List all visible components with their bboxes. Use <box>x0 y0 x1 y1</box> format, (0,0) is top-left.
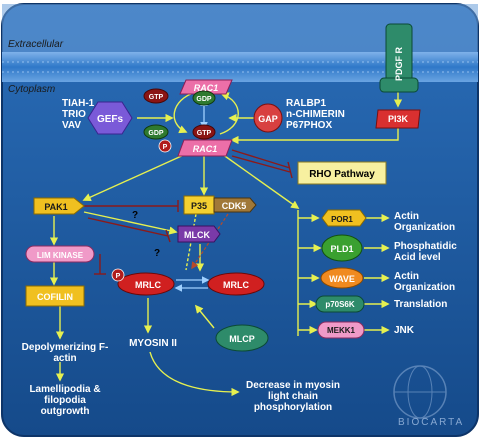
rac1-active <box>177 139 233 157</box>
question-mark-1: ? <box>132 210 138 221</box>
gdp-oval-2 <box>143 124 169 140</box>
gef-member: TIAH-1 <box>62 98 95 109</box>
mlcp-label: MLCP <box>229 334 255 344</box>
extracellular-label: Extracellular <box>8 39 64 50</box>
phosphate-badge-1 <box>158 139 172 153</box>
phosphate-label-1: P <box>163 144 168 151</box>
gap-node <box>253 103 283 133</box>
outcome-phosphatidic: Phosphatidic Acid level <box>394 241 457 263</box>
limk-node <box>25 245 95 263</box>
lamellipodia-label: Lamellipodia & filopodia outgrowth <box>29 384 101 417</box>
outcome-translation: Translation <box>394 299 448 310</box>
cofilin-label: COFILIN <box>37 292 73 302</box>
mlck-label: MLCK <box>184 230 210 240</box>
gef-member: TRIO <box>62 109 86 120</box>
myosin-label: MYOSIN II <box>129 338 177 349</box>
gap-member: P67PHOX <box>286 120 333 131</box>
effector-mekk1-label: MEKK1 <box>327 326 356 335</box>
mlcp-node <box>215 324 269 352</box>
effector-pld1 <box>321 234 363 262</box>
effector-por1 <box>321 209 367 227</box>
phosphate-badge-2 <box>111 268 125 282</box>
gap-label: GAP <box>258 114 278 124</box>
gap-member: n-CHIMERIN <box>286 109 345 120</box>
effector-por1-label: POR1 <box>331 215 353 224</box>
p35-label: P35 <box>191 201 207 211</box>
pdgfr-label: PDGF R <box>394 47 404 82</box>
rho-pathway-box <box>297 161 387 185</box>
gef-member: VAV <box>62 120 82 131</box>
rac1-inactive <box>179 79 233 95</box>
gtp-label-2: GTP <box>197 130 212 137</box>
gap-member: RALBP1 <box>286 98 327 109</box>
mrlc-label: MRLC <box>223 280 249 290</box>
effector-p70s6k <box>315 295 365 313</box>
gefs-members: TIAH-1 TRIO VAV <box>62 98 112 131</box>
outcome-actin-2: Actin Organization <box>394 271 456 293</box>
gdp-label-2: GDP <box>148 130 164 137</box>
cdk5-label: CDK5 <box>222 201 247 211</box>
rac1-active-label: RAC1 <box>193 144 218 154</box>
biocarta-watermark: BIOCARTA <box>398 417 464 428</box>
pi3k-label: PI3K <box>388 114 409 124</box>
gefs-label: GEFs <box>97 114 124 125</box>
mrlc-phospho-label: MRLC <box>135 280 161 290</box>
depolymerizing-label: Depolymerizing F-actin <box>21 342 109 364</box>
cdk5-node <box>213 197 257 213</box>
rho-pathway-label: RHO Pathway <box>309 169 375 180</box>
outcome-jnk: JNK <box>394 325 415 336</box>
pak1-label: PAK1 <box>44 202 67 212</box>
gtp-label-1: GTP <box>149 94 164 101</box>
rac1-inactive-label: RAC1 <box>194 83 219 93</box>
gefs-node <box>87 101 133 135</box>
effector-pld1-label: PLD1 <box>330 244 353 254</box>
question-mark-2: ? <box>154 248 160 259</box>
outcome-actin-1: Actin Organization <box>394 211 456 233</box>
cofilin-node <box>25 285 85 307</box>
gtp-oval-2 <box>192 124 216 140</box>
effector-wave-label: WAVE <box>329 274 355 284</box>
gdp-oval-1 <box>192 90 216 106</box>
gap-members: RALBP1 n-CHIMERIN P67PHOX <box>286 98 376 131</box>
phosphate-label-2: P <box>116 273 121 280</box>
limk-label: LIM KINASE <box>37 251 84 260</box>
effector-mekk1 <box>317 321 365 339</box>
pdgf-receptor <box>379 23 419 93</box>
pi3k-node <box>375 109 421 129</box>
gtp-oval-1 <box>143 88 169 104</box>
pak1-node <box>33 197 85 215</box>
cytoplasm-label: Cytoplasm <box>8 84 55 95</box>
mrlc-phospho-node <box>117 272 175 296</box>
gdp-label-1: GDP <box>196 96 212 103</box>
effector-wave <box>320 267 364 289</box>
mrlc-node <box>207 272 265 296</box>
biocarta-logo <box>393 365 447 419</box>
effector-p70s6k-label: p70S6K <box>325 300 355 309</box>
mlck-node <box>177 225 221 243</box>
decrease-label: Decrease in myosin light chain phosphory… <box>246 380 340 413</box>
